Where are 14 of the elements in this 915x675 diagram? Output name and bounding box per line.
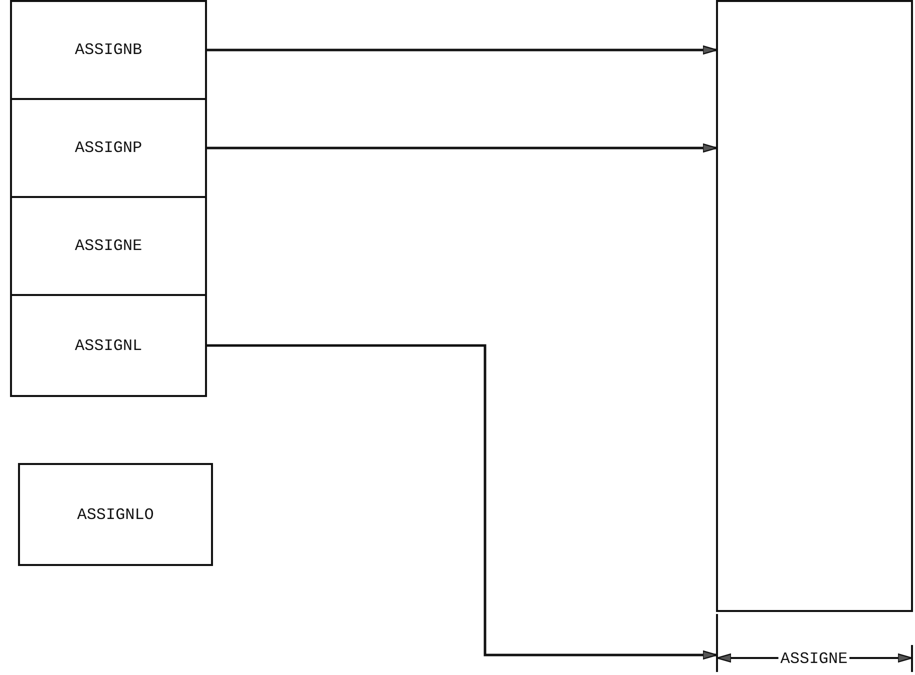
node-label: ASSIGNP [74, 139, 142, 157]
arrow [207, 143, 718, 153]
node-label: ASSIGNL [74, 336, 142, 354]
process-box [10, 196, 207, 296]
arrow [207, 344, 718, 660]
process-box [10, 0, 207, 100]
empty-box [716, 0, 913, 612]
process-box [18, 463, 213, 566]
node-label: ASSIGNLO [77, 506, 154, 524]
process-box [10, 294, 207, 397]
process-box [10, 98, 207, 198]
node-label: ASSIGNE [74, 237, 142, 255]
arrow [207, 45, 718, 55]
node-label: ASSIGNB [74, 41, 142, 59]
